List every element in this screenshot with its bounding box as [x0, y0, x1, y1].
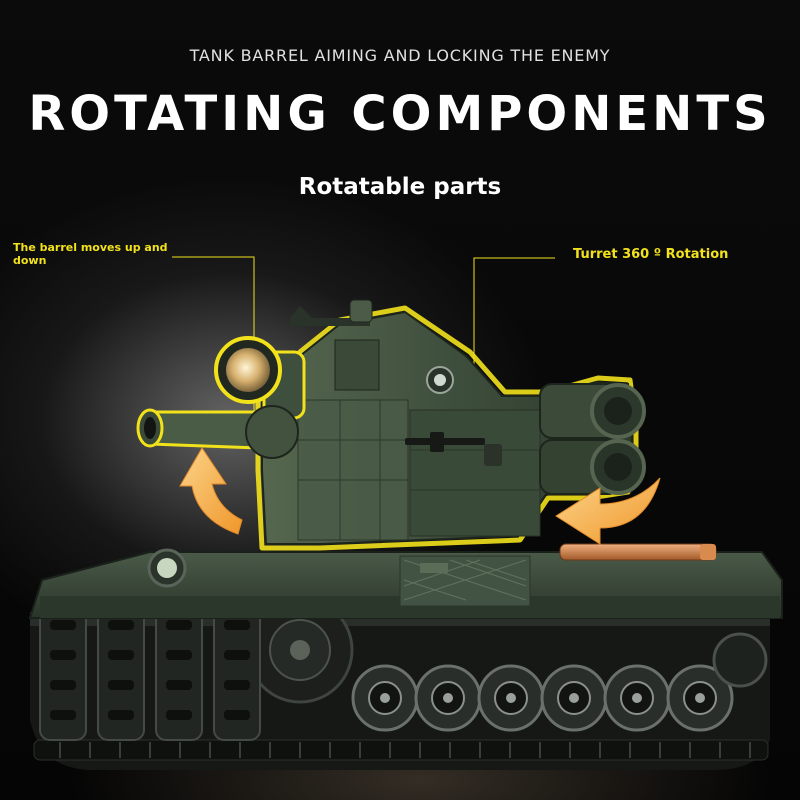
barrel-elevation-arrow — [179, 447, 243, 535]
turret-rotation-arrow — [555, 477, 661, 545]
ammo-shell — [559, 543, 717, 561]
main-gun-barrel — [136, 405, 299, 459]
tank-turret — [136, 299, 646, 551]
tank-hull — [28, 543, 783, 619]
front-track-links — [39, 599, 261, 741]
top-aa-gun — [290, 299, 380, 391]
turret-drums — [539, 383, 646, 495]
hull-vent-grille — [420, 563, 448, 573]
side-machine-gun — [405, 432, 502, 466]
barrel-callout-label: The barrel moves up and down — [13, 241, 168, 267]
banner-headline: ROTATING COMPONENTS — [28, 86, 772, 142]
turret-callout-label: Turret 360 º Rotation — [573, 247, 729, 262]
searchlight — [214, 336, 306, 420]
turret-leader-line — [473, 257, 555, 398]
banner-subtitle: TANK BARREL AIMING AND LOCKING THE ENEMY — [189, 46, 611, 65]
banner-tagline: Rotatable parts — [298, 174, 502, 200]
idler-wheel — [712, 632, 768, 688]
track-assembly — [30, 596, 770, 770]
